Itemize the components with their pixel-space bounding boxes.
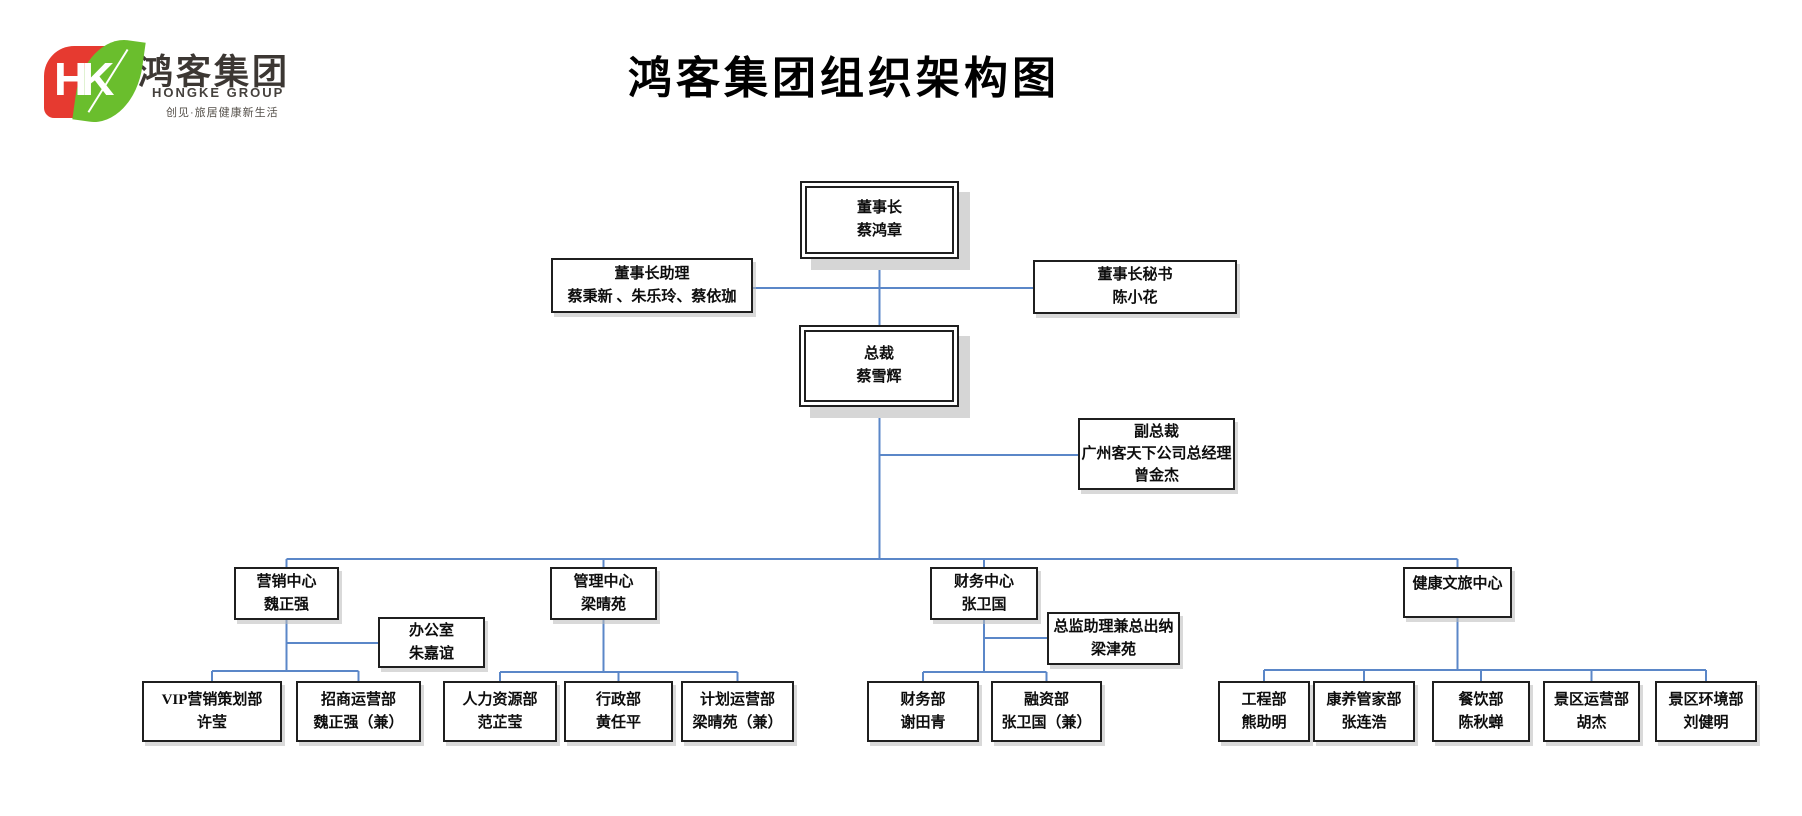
- org-node-investment-ops: 招商运营部 魏正强（兼）: [296, 681, 421, 742]
- org-node-finance-dept: 财务部 谢田青: [867, 681, 979, 742]
- node-person: 魏正强（兼）: [313, 714, 404, 731]
- org-node-health-tourism-center: 健康文旅中心: [1403, 567, 1512, 618]
- org-node-planning-ops: 计划运营部 梁晴苑（兼）: [681, 681, 794, 742]
- node-title: 餐饮部: [1458, 691, 1504, 708]
- org-node-chairman-secretary: 董事长秘书 陈小花: [1033, 260, 1237, 314]
- logo-monogram: HK: [54, 53, 115, 105]
- node-person: 张卫国（兼）: [1001, 714, 1092, 731]
- page-title: 鸿客集团组织架构图: [628, 54, 1060, 103]
- org-node-engineering: 工程部 熊助明: [1218, 681, 1310, 742]
- node-person: 梁津苑: [1090, 641, 1136, 658]
- node-subtitle: 广州客天下公司总经理: [1081, 446, 1232, 462]
- node-title: 健康文旅中心: [1412, 576, 1503, 592]
- node-title: 总监助理兼总出纳: [1053, 618, 1174, 635]
- org-node-catering: 餐饮部 陈秋蝉: [1432, 681, 1530, 742]
- node-title: 营销中心: [256, 573, 317, 590]
- node-person: 胡杰: [1576, 714, 1607, 731]
- org-node-wellness-butler: 康养管家部 张连浩: [1313, 681, 1415, 742]
- org-node-management-center: 管理中心 梁晴苑: [550, 567, 657, 620]
- node-person: 蔡秉新 、朱乐玲、蔡依珈: [567, 288, 737, 305]
- node-title: 人力资源部: [462, 691, 538, 708]
- node-title: 康养管家部: [1326, 691, 1402, 708]
- node-title: 景区运营部: [1553, 691, 1629, 708]
- node-person: 谢田青: [900, 714, 946, 731]
- node-title: 工程部: [1241, 691, 1287, 708]
- node-title: VIP营销策划部: [161, 691, 263, 708]
- org-node-financing-dept: 融资部 张卫国（兼）: [991, 681, 1102, 742]
- node-person: 蔡鸿章: [856, 223, 902, 239]
- node-title: 副总裁: [1133, 424, 1179, 440]
- node-title: 计划运营部: [699, 691, 775, 708]
- node-person: 熊助明: [1241, 714, 1287, 731]
- org-node-admin: 行政部 黄任平: [564, 681, 673, 742]
- node-title: 景区环境部: [1668, 691, 1744, 708]
- org-node-president: 总裁 蔡雪辉: [799, 325, 959, 407]
- node-person: 朱嘉谊: [408, 645, 454, 662]
- org-node-scenic-ops: 景区运营部 胡杰: [1543, 681, 1640, 742]
- logo-tagline: 创见·旅居健康新生活: [166, 107, 279, 119]
- node-person: 曾金杰: [1133, 468, 1179, 484]
- node-person: 梁晴苑: [580, 596, 626, 613]
- node-person: 张连浩: [1341, 714, 1387, 731]
- node-title: 招商运营部: [320, 691, 396, 708]
- node-person: 蔡雪辉: [856, 369, 902, 385]
- node-title: 管理中心: [573, 573, 634, 590]
- node-person: 许莹: [196, 714, 227, 731]
- node-person: 梁晴苑（兼）: [692, 714, 783, 731]
- node-title: 总裁: [863, 346, 894, 362]
- org-node-marketing-center: 营销中心 魏正强: [234, 567, 339, 620]
- org-node-chairman-assistant: 董事长助理 蔡秉新 、朱乐玲、蔡依珈: [551, 258, 753, 313]
- node-person: 范芷莹: [477, 714, 523, 731]
- org-node-chief-cashier: 总监助理兼总出纳 梁津苑: [1047, 612, 1180, 665]
- node-person: 魏正强: [263, 596, 309, 613]
- org-node-chairman: 董事长 蔡鸿章: [800, 181, 959, 259]
- node-person: 刘健明: [1683, 714, 1729, 731]
- node-title: 财务中心: [953, 573, 1014, 590]
- node-title: 董事长助理: [614, 265, 690, 282]
- node-title: 融资部: [1023, 691, 1069, 708]
- org-node-vice-president: 副总裁 广州客天下公司总经理 曾金杰: [1078, 418, 1235, 490]
- node-title: 行政部: [595, 691, 641, 708]
- node-title: 财务部: [900, 691, 946, 708]
- org-node-finance-center: 财务中心 张卫国: [930, 567, 1038, 620]
- node-title: 董事长: [856, 200, 902, 216]
- org-node-office: 办公室 朱嘉谊: [378, 617, 485, 668]
- node-person: 陈秋蝉: [1458, 714, 1504, 731]
- node-person: 陈小花: [1112, 290, 1158, 306]
- org-node-hr: 人力资源部 范芷莹: [443, 681, 557, 742]
- node-person: 黄任平: [595, 714, 641, 731]
- node-person: 张卫国: [961, 596, 1007, 613]
- org-node-scenic-env: 景区环境部 刘健明: [1655, 681, 1757, 742]
- company-logo: HK: [44, 34, 146, 128]
- org-node-vip-marketing: VIP营销策划部 许莹: [142, 681, 282, 742]
- logo-company-name-cn: 鸿客集团: [138, 53, 291, 92]
- logo-company-name-en: HONGKE GROUP: [152, 85, 285, 100]
- node-title: 董事长秘书: [1097, 267, 1173, 283]
- node-title: 办公室: [408, 622, 454, 639]
